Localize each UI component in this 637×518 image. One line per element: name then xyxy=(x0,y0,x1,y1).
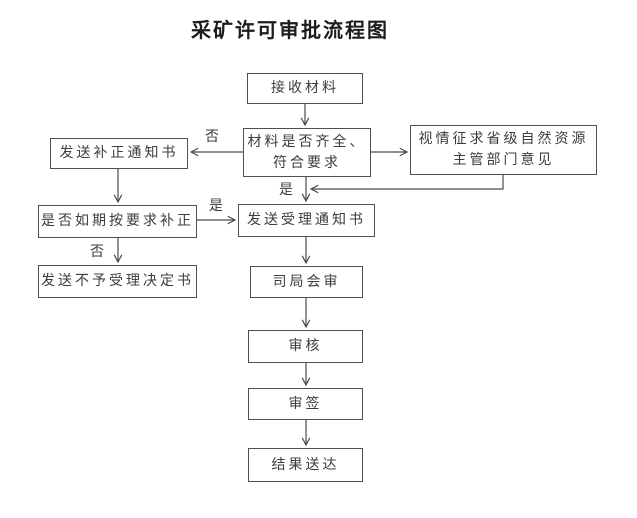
node-materials-complete-decision: 材料是否齐全、 符合要求 xyxy=(243,128,371,177)
node-corrected-on-time-label: 是否如期按要求补正 xyxy=(41,214,194,229)
node-review: 审核 xyxy=(248,330,363,363)
node-send-correction-notice-label: 发送补正通知书 xyxy=(59,146,179,161)
node-send-acceptance-notice: 发送受理通知书 xyxy=(238,204,375,237)
node-review-label: 审核 xyxy=(288,339,323,354)
node-send-rejection-decision: 发送不予受理决定书 xyxy=(38,265,197,298)
node-materials-complete-line1: 材料是否齐全、 xyxy=(247,134,367,150)
edge-label-correction-no: 否 xyxy=(90,245,104,260)
node-send-correction-notice: 发送补正通知书 xyxy=(50,138,188,169)
node-materials-complete-line2: 符合要求 xyxy=(273,155,341,171)
edge-label-check-yes: 是 xyxy=(279,183,293,198)
node-consult-provincial-dept: 视情征求省级自然资源 主管部门意见 xyxy=(410,125,597,175)
node-send-rejection-decision-label: 发送不予受理决定书 xyxy=(41,274,194,289)
edge-label-check-no: 否 xyxy=(205,130,219,145)
node-result-delivery: 结果送达 xyxy=(248,448,363,482)
page-title: 采矿许可审批流程图 xyxy=(191,20,389,42)
node-corrected-on-time-decision: 是否如期按要求补正 xyxy=(38,205,197,238)
edge-consult-join xyxy=(309,175,504,194)
node-result-delivery-label: 结果送达 xyxy=(271,457,340,473)
node-send-acceptance-notice-label: 发送受理通知书 xyxy=(247,213,366,228)
node-consult-provincial-dept-line1: 视情征求省级自然资源 xyxy=(418,132,589,147)
node-receive-materials-label: 接收材料 xyxy=(271,81,339,96)
node-joint-department-review-label: 司局会审 xyxy=(272,274,341,290)
node-approval-signing: 审签 xyxy=(248,388,363,420)
node-receive-materials: 接收材料 xyxy=(247,73,363,104)
node-consult-provincial-dept-line2: 主管部门意见 xyxy=(452,153,555,168)
node-joint-department-review: 司局会审 xyxy=(250,266,363,298)
node-approval-signing-label: 审签 xyxy=(288,396,323,412)
edge-label-correction-yes: 是 xyxy=(209,199,223,214)
